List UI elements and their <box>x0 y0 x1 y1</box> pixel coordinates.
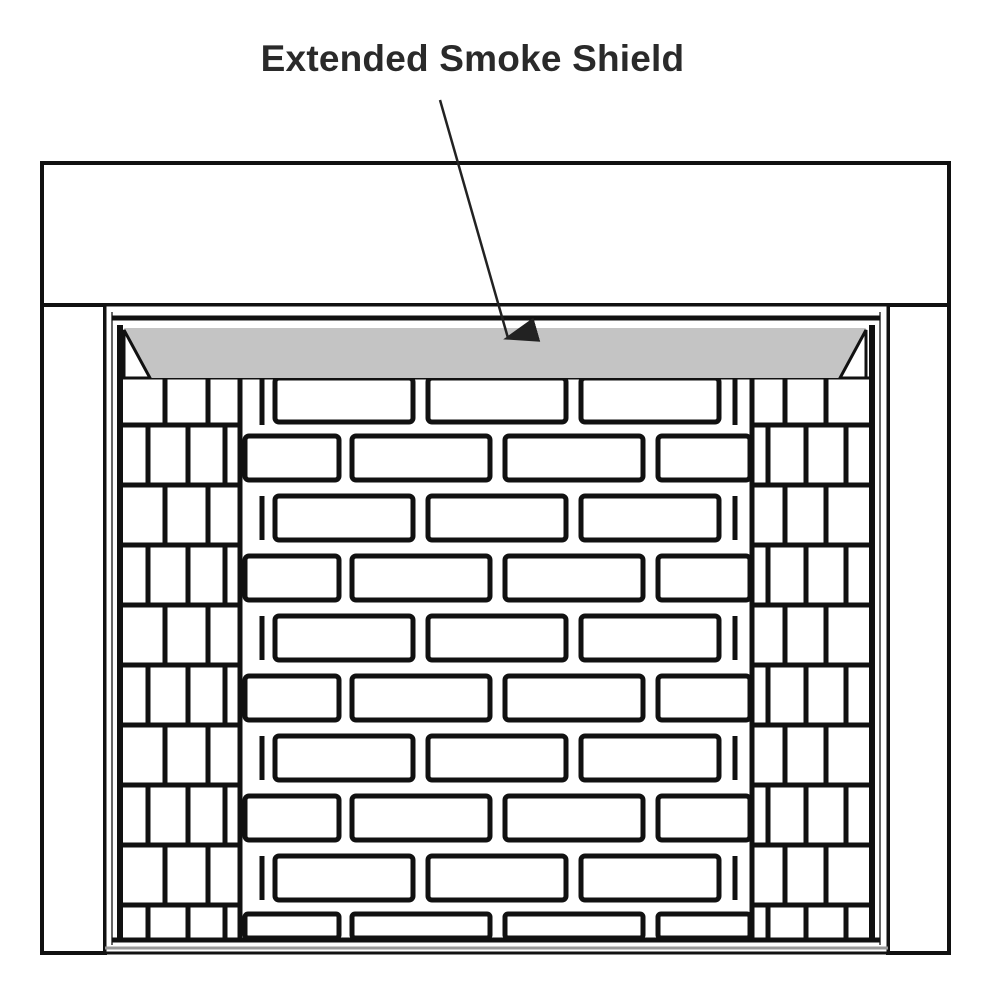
back-wall-bricks <box>242 375 753 941</box>
extended-smoke-shield <box>124 328 866 378</box>
callout-arrow <box>438 99 541 342</box>
smoke-shield-right-bracket <box>837 329 868 380</box>
mantel <box>40 161 951 307</box>
left-pillar <box>40 303 107 955</box>
callout-label: Extended Smoke Shield <box>260 38 685 79</box>
right-side-wall-bricks <box>732 378 872 940</box>
smoke-shield-left-bracket <box>122 329 153 380</box>
left-side-wall-bricks <box>120 378 265 940</box>
brick-firebox <box>120 375 872 941</box>
right-pillar <box>886 303 951 955</box>
